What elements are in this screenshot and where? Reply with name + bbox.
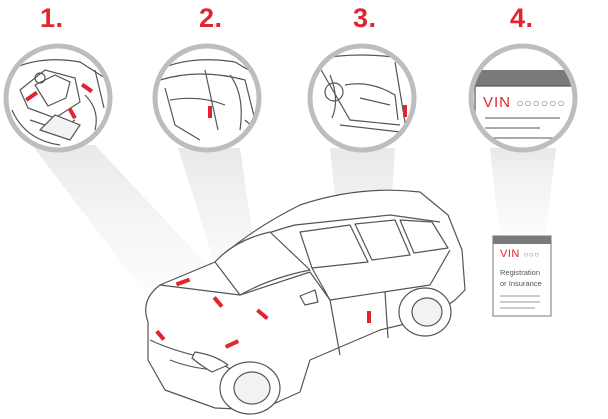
marker-engine-1	[25, 90, 39, 102]
document-vin-text: VIN ○○○	[500, 248, 539, 260]
callout-vin-label: VIN	[483, 94, 512, 111]
marker-car-door	[367, 311, 371, 323]
marker-car-front-1	[155, 329, 166, 341]
marker-car-hood-3	[256, 308, 269, 321]
beam-1	[32, 145, 212, 300]
circle-door-jamb	[307, 43, 417, 153]
marker-front-frame	[208, 106, 212, 118]
car-illustration	[145, 189, 466, 415]
document-card	[492, 235, 552, 317]
marker-car-hood-1	[175, 277, 191, 287]
marker-engine-3	[67, 107, 77, 120]
callout-vin-text: VIN ○○○○○○	[483, 94, 566, 111]
step-number-4: 4.	[510, 3, 534, 33]
callout-vin-digits: ○○○○○○	[516, 96, 566, 110]
marker-engine-2	[80, 82, 94, 94]
beam-4	[490, 148, 556, 240]
document-vin-digits: ○○○	[523, 250, 540, 259]
document-vin-label: VIN	[500, 248, 520, 260]
step-number-2: 2.	[199, 3, 223, 33]
circle-engine	[3, 43, 113, 153]
circle-front-frame	[152, 43, 262, 153]
marker-car-front-2	[224, 339, 240, 349]
document-line-registration: Registration	[500, 268, 541, 277]
marker-door-jamb	[403, 105, 407, 117]
circle-document	[468, 43, 578, 153]
step-number-3: 3.	[353, 3, 377, 33]
document-line-insurance: or Insurance	[500, 279, 542, 288]
step-number-1: 1.	[40, 3, 64, 33]
marker-car-hood-2	[212, 296, 224, 308]
